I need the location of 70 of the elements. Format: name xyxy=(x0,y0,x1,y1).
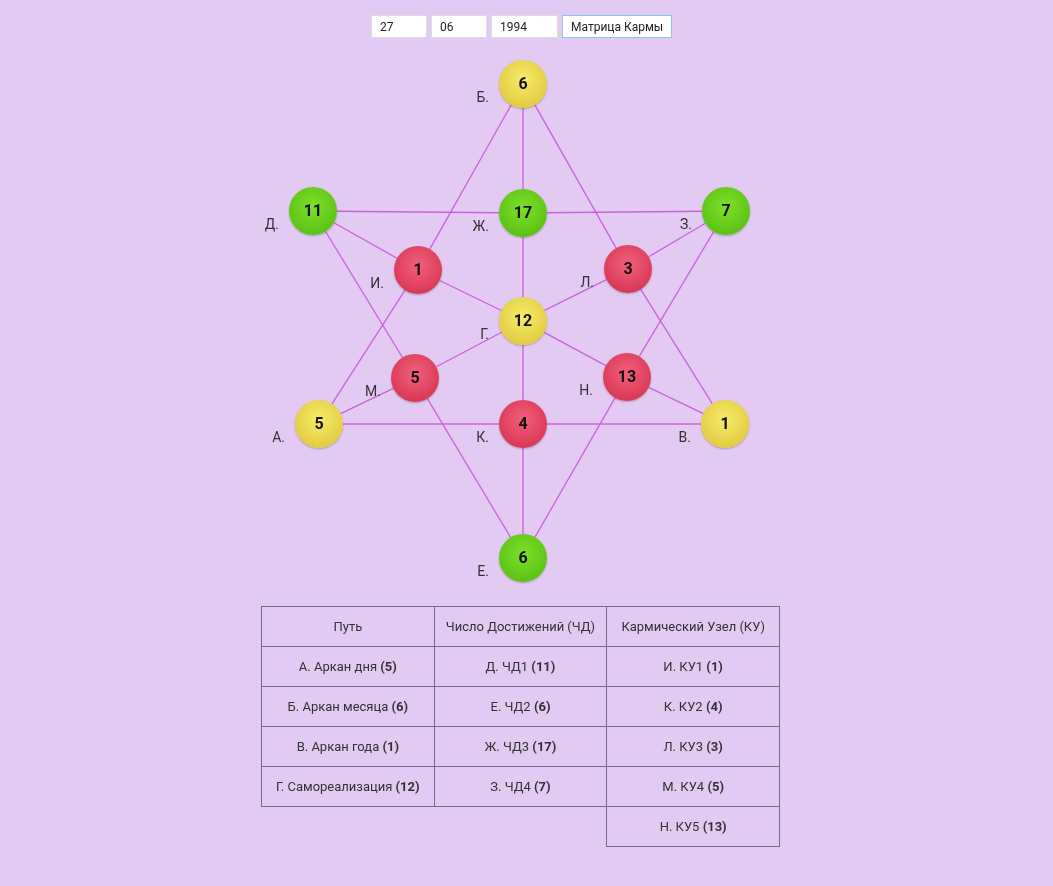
connector-line xyxy=(426,397,512,539)
connector-line xyxy=(429,104,512,250)
connector-line xyxy=(546,210,703,214)
table-cell: А. Аркан дня (5) xyxy=(261,646,435,687)
connector-line xyxy=(324,230,404,359)
header-cell: Число Достижений (ЧД) xyxy=(434,606,607,647)
connector-line xyxy=(522,107,524,190)
point-letter: М. xyxy=(364,384,381,398)
number-text: 4 xyxy=(518,413,528,435)
point-letter: З. xyxy=(679,217,692,231)
connector-line xyxy=(336,210,500,214)
karma-matrix-button: Матрица Кармы xyxy=(562,15,673,38)
point-letter: И. xyxy=(369,276,384,290)
connector-line xyxy=(522,236,524,298)
table-cell: К. КУ2 (4) xyxy=(606,686,780,727)
number-text: 7 xyxy=(721,200,731,222)
point-letter: Е. xyxy=(476,564,489,578)
header-cell: Путь xyxy=(261,606,435,647)
number-text: 6 xyxy=(518,547,528,569)
table-cell: Л. КУ3 (3) xyxy=(606,726,780,767)
number-text: 12 xyxy=(513,310,533,332)
table-cell: И. КУ1 (1) xyxy=(606,646,780,687)
connector-line xyxy=(534,397,616,538)
connector-line xyxy=(522,447,524,535)
number-text: 1 xyxy=(720,413,730,435)
connector-line xyxy=(435,331,503,368)
connector-line xyxy=(543,279,608,311)
point-letter: Ж. xyxy=(471,219,489,233)
number-text: 3 xyxy=(623,258,633,280)
table-cell: М. КУ4 (5) xyxy=(606,766,780,807)
table-cell: Г. Самореализация (12) xyxy=(261,766,435,807)
point-letter: Л. xyxy=(579,275,594,289)
connector-line xyxy=(543,331,607,367)
connector-line xyxy=(438,279,503,312)
connector-line xyxy=(522,344,524,401)
number-text: 1 xyxy=(413,259,423,281)
table-cell: В. Аркан года (1) xyxy=(261,726,435,767)
table-cell: З. ЧД4 (7) xyxy=(434,766,607,807)
date-input-field: 06 xyxy=(431,15,487,38)
table-cell: Д. ЧД1 (11) xyxy=(434,646,607,687)
table-cell: Б. Аркан месяца (6) xyxy=(261,686,435,727)
number-text: 5 xyxy=(314,413,324,435)
number-text: 6 xyxy=(518,73,528,95)
number-text: 17 xyxy=(513,202,533,224)
connector-line xyxy=(638,230,715,358)
point-letter: К. xyxy=(475,430,489,444)
connector-line xyxy=(331,289,406,405)
number-text: 5 xyxy=(410,367,420,389)
connector-line xyxy=(333,222,398,259)
date-input-field: 27 xyxy=(371,15,427,38)
connector-line xyxy=(546,423,702,425)
connector-line xyxy=(342,423,500,425)
point-letter: А. xyxy=(271,430,285,444)
table-cell: Ж. ЧД3 (17) xyxy=(434,726,607,767)
connector-line xyxy=(648,386,704,415)
point-letter: Г. xyxy=(479,327,489,341)
date-input-field: 1994 xyxy=(491,15,558,38)
table-cell: Е. ЧД2 (6) xyxy=(434,686,607,727)
connector-line xyxy=(640,288,713,405)
header-cell: Кармический Узел (КУ) xyxy=(606,606,780,647)
connector-line xyxy=(648,222,706,258)
number-text: 13 xyxy=(617,366,637,388)
point-letter: В. xyxy=(677,430,691,444)
point-letter: Б. xyxy=(475,90,489,104)
connector-line xyxy=(340,387,394,415)
table-cell: Н. КУ5 (13) xyxy=(606,806,780,847)
number-text: 11 xyxy=(303,200,323,222)
point-letter: Д. xyxy=(263,217,279,231)
connector-line xyxy=(534,104,617,249)
point-letter: Н. xyxy=(578,383,593,397)
